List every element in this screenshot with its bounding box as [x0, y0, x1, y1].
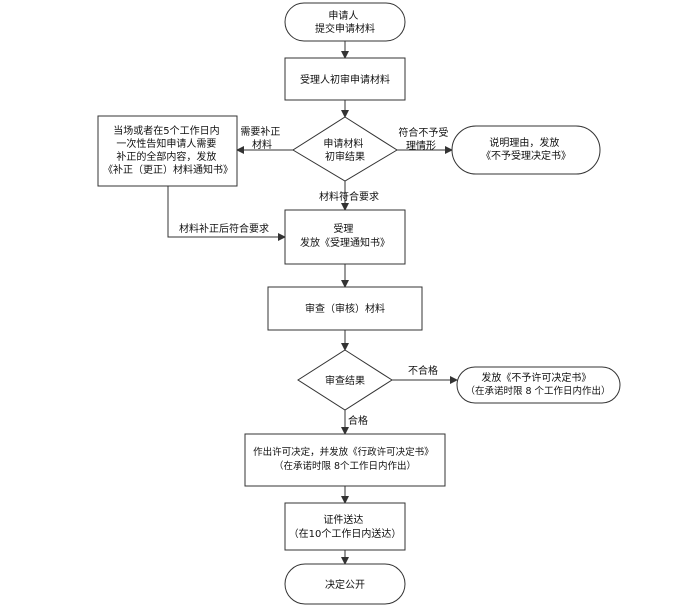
label-not-meet: 符合不予受 理情形 [398, 126, 451, 152]
label-need-supplement: 需要补正 材料 [240, 125, 283, 151]
accept-box [284, 209, 406, 265]
label-fail: 不合格 [408, 364, 438, 377]
node-decision-materials: 申请材料 初审结果 [292, 116, 398, 182]
svg-text:说明理由，发放 《不予受理决定书》: 说明理由，发放 《不予受理决定书》 [481, 136, 571, 162]
node-supplement: 当场或者在5个工作日内 一次性告知申请人需要 补正的全部内容，发放 《补正（更正… [97, 115, 238, 187]
label-meets: 材料符合要求 [319, 190, 379, 203]
label-pass: 合格 [348, 414, 368, 427]
prelim-review-box [284, 57, 406, 101]
publish-terminal [284, 563, 406, 605]
label-after-supplement: 材料补正后符合要求 [179, 222, 269, 235]
start-terminal [284, 2, 406, 42]
svg-text:证件送达 （在10个工作日内送达）: 证件送达 （在10个工作日内送达） [289, 513, 402, 540]
svg-text:决定公开: 决定公开 [325, 578, 365, 591]
node-deliver: 证件送达 （在10个工作日内送达） [284, 502, 406, 551]
svg-text:当场或者在5个工作日内 一次性告知申请人需要: 当场或者在5个工作日内 一次性告知申请人需要 补正的全部内容，发放 《补正（更正… [103, 124, 233, 176]
supplement-box [97, 115, 238, 187]
edge-supplement-to-accept [167, 186, 286, 241]
permit-box [244, 433, 446, 487]
node-start: 申请人 提交申请材料 [284, 2, 406, 42]
not-permit-terminal [456, 366, 621, 404]
node-decision-review: 审查结果 [297, 349, 393, 411]
svg-text:作出许可决定，并发放《行政许可决定书》 （在承诺: 作出许可决定，并发放《行政许可决定书》 （在承诺时限 8个工作日内作出） [253, 446, 437, 472]
svg-text:审查（审核）材料: 审查（审核）材料 [305, 302, 385, 315]
decision-materials-diamond [292, 116, 398, 182]
deliver-box [284, 502, 406, 551]
edges [167, 41, 458, 565]
edge-labels: 需要补正 材料 符合不予受 理情形 材料符合要求 材料补正后符合要求 不合格 合… [179, 125, 451, 427]
node-accept: 受理 发放《受理通知书》 [284, 209, 406, 265]
svg-text:审查结果: 审查结果 [325, 374, 365, 387]
node-examine: 审查（审核）材料 [267, 286, 423, 331]
decision-review-diamond [297, 349, 393, 411]
node-permit: 作出许可决定，并发放《行政许可决定书》 （在承诺时限 8个工作日内作出） [244, 433, 446, 487]
node-reject-accept: 说明理由，发放 《不予受理决定书》 [451, 125, 601, 175]
svg-text:受理人初审申请材料: 受理人初审申请材料 [300, 73, 390, 86]
node-not-permit: 发放《不予许可决定书》 （在承诺时限 8 个工作日内作出） [456, 366, 621, 404]
svg-text:受理 发放《受理通知书》: 受理 发放《受理通知书》 [300, 223, 390, 249]
svg-text:申请材料 初审结果: 申请材料 初审结果 [323, 137, 366, 163]
svg-text:发放《不予许可决定书》 （在承诺时限 8 个工作: 发放《不予许可决定书》 （在承诺时限 8 个工作日内作出） [465, 371, 610, 397]
examine-box [267, 286, 423, 331]
node-publish: 决定公开 [284, 563, 406, 605]
node-prelim-review: 受理人初审申请材料 [284, 57, 406, 101]
reject-accept-terminal [451, 125, 601, 175]
svg-text:申请人 提交申请材料: 申请人 提交申请材料 [315, 9, 375, 35]
